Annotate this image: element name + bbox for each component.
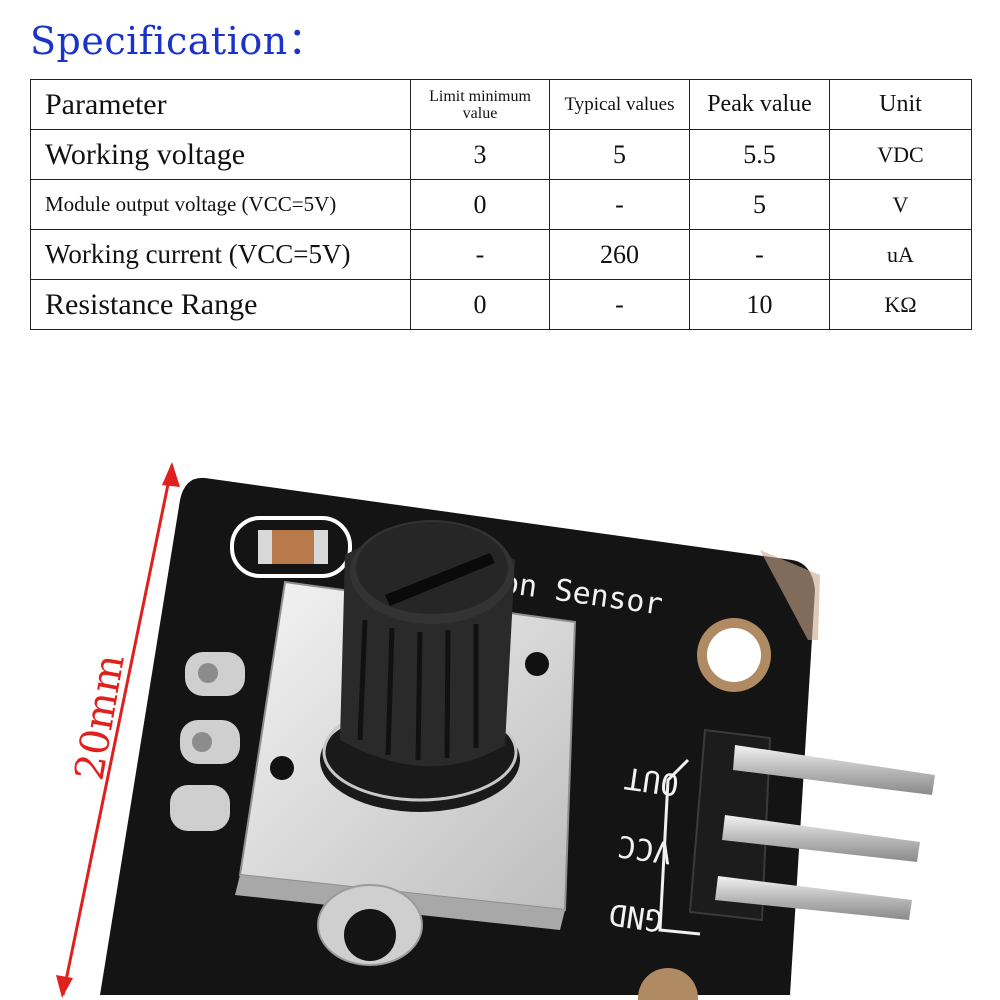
table-row: Working current (VCC=5V) - 260 - uA bbox=[30, 229, 972, 280]
row-unit: VDC bbox=[829, 129, 972, 180]
row-typical: 260 bbox=[549, 229, 690, 280]
header-peak: Peak value bbox=[689, 79, 830, 130]
header-parameter: Parameter bbox=[30, 79, 411, 130]
pin-label-gnd: GND bbox=[607, 896, 666, 938]
table-row: Module output voltage (VCC=5V) 0 - 5 V bbox=[30, 179, 972, 230]
row-unit: KΩ bbox=[829, 279, 972, 330]
table-header-row: Parameter Limit minimum value Typical va… bbox=[30, 79, 972, 130]
row-unit: V bbox=[829, 179, 972, 230]
row-peak: 10 bbox=[689, 279, 830, 330]
pin-label-vcc: VCC bbox=[616, 828, 675, 870]
row-parameter: Resistance Range bbox=[30, 279, 411, 330]
row-min: 0 bbox=[410, 279, 550, 330]
smd-capacitor bbox=[262, 530, 326, 564]
row-typical: - bbox=[549, 179, 690, 230]
row-parameter: Working voltage bbox=[30, 129, 411, 180]
header-unit: Unit bbox=[829, 79, 972, 130]
row-min: - bbox=[410, 229, 550, 280]
page-title: Specification： bbox=[30, 19, 327, 63]
row-typical: - bbox=[549, 279, 690, 330]
row-peak: 5 bbox=[689, 179, 830, 230]
header-typical: Typical values bbox=[549, 79, 690, 130]
row-min: 3 bbox=[410, 129, 550, 180]
header-limit-minimum: Limit minimum value bbox=[410, 79, 550, 130]
sensor-module-photo: 20mm on Sensor OU bbox=[56, 462, 935, 1000]
row-parameter: Working current (VCC=5V) bbox=[30, 229, 411, 280]
dimension-arrow bbox=[56, 462, 180, 998]
pin-label-out: OUT bbox=[623, 760, 682, 802]
dimension-label: 20mm bbox=[67, 651, 134, 784]
row-parameter: Module output voltage (VCC=5V) bbox=[30, 179, 411, 230]
row-peak: - bbox=[689, 229, 830, 280]
row-min: 0 bbox=[410, 179, 550, 230]
row-unit: uA bbox=[829, 229, 972, 280]
header-pins bbox=[715, 745, 935, 920]
table-row: Working voltage 3 5 5.5 VDC bbox=[30, 129, 972, 180]
row-typical: 5 bbox=[549, 129, 690, 180]
row-peak: 5.5 bbox=[689, 129, 830, 180]
table-row: Resistance Range 0 - 10 KΩ bbox=[30, 279, 972, 330]
specification-table: Parameter Limit minimum value Typical va… bbox=[30, 79, 972, 330]
